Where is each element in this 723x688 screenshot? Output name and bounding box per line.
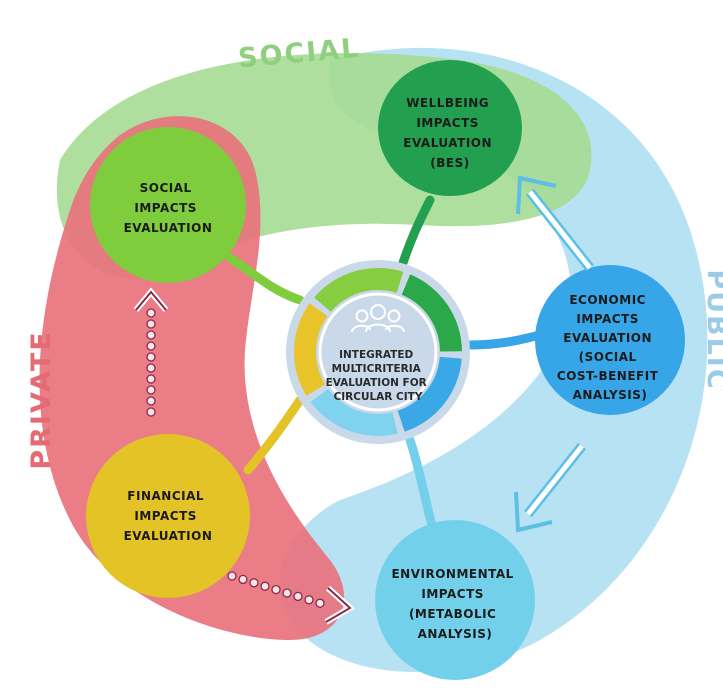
node-wellbeing: WELLBEING IMPACTS EVALUATION (BES): [378, 60, 522, 196]
wellbeing-line-1: WELLBEING: [406, 96, 489, 110]
dot: [146, 363, 156, 373]
wellbeing-line-3: EVALUATION: [403, 136, 492, 150]
svg-text:FINANCIAL IMPACTS: FINANCIAL IMPACTS EVALUATION: [124, 489, 213, 543]
svg-text:SOCIAL IMPACTS EVA: SOCIAL IMPACTS EVALUATION: [124, 181, 213, 235]
dot: [146, 352, 156, 362]
economic-line-2: IMPACTS: [576, 312, 639, 326]
ring-segments: [294, 268, 462, 436]
economic-line-1: ECONOMIC: [569, 293, 646, 307]
center-line-2: MULTICRITERIA: [332, 363, 422, 375]
dot: [282, 588, 292, 598]
arrow-to-environmental: [514, 442, 586, 533]
ring-segment: [314, 268, 404, 312]
ring-segment: [310, 388, 398, 436]
svg-text:WELLBEING IMPACTS: WELLBEING IMPACTS EVALUATION (BES): [403, 96, 497, 170]
connector-financial: [243, 395, 305, 475]
center-line-3: EVALUATION FOR: [326, 377, 427, 389]
dot: [315, 598, 325, 608]
environmental-line-3: (METABOLIC: [409, 607, 496, 621]
connector-economic: [465, 330, 545, 350]
financial-line-1: FINANCIAL: [127, 489, 204, 503]
node-social: SOCIAL IMPACTS EVALUATION: [90, 127, 246, 283]
financial-line-2: IMPACTS: [134, 509, 197, 523]
region-label-public: PUBLIC: [701, 269, 723, 390]
center-title: INTEGRATED MULTICRITERIA EVALUATION FOR …: [326, 349, 431, 403]
dot: [146, 407, 156, 417]
social-line-1: SOCIAL: [140, 181, 192, 195]
environmental-line-1: ENVIRONMENTAL: [391, 567, 513, 581]
svg-text:ENVIRONMENTAL IMPACTS: ENVIRONMENTAL IMPACTS (METABOLIC ANALYSI…: [391, 567, 518, 641]
dot: [146, 341, 156, 351]
dot: [304, 595, 314, 605]
economic-line-5: COST-BENEFIT: [557, 369, 659, 383]
node-environmental: ENVIRONMENTAL IMPACTS (METABOLIC ANALYSI…: [375, 520, 535, 680]
wellbeing-line-2: IMPACTS: [416, 116, 479, 130]
environmental-line-2: IMPACTS: [421, 587, 484, 601]
dot: [227, 571, 237, 581]
wellbeing-line-4: (BES): [430, 156, 469, 170]
social-line-3: EVALUATION: [124, 221, 213, 235]
social-line-2: IMPACTS: [134, 201, 197, 215]
dotted-arrow-up: [133, 287, 169, 417]
node-economic: ECONOMIC IMPACTS EVALUATION (SOCIAL COST…: [535, 265, 685, 415]
dot: [146, 330, 156, 340]
center-hub: INTEGRATED MULTICRITERIA EVALUATION FOR …: [286, 260, 470, 444]
ring-segment: [397, 356, 462, 432]
ring-segment: [294, 303, 328, 396]
svg-text:ECONOMIC IMPACTS E: ECONOMIC IMPACTS EVALUATION (SOCIAL COST…: [557, 293, 663, 402]
dot: [146, 374, 156, 384]
dot: [238, 574, 248, 585]
connector-social: [225, 253, 305, 305]
center-line-1: INTEGRATED: [339, 349, 413, 361]
node-financial: FINANCIAL IMPACTS EVALUATION: [86, 434, 250, 598]
arrow-to-wellbeing: [516, 175, 594, 272]
economic-line-4: (SOCIAL: [579, 350, 637, 364]
people-group-icon: [351, 304, 405, 333]
dot: [293, 591, 303, 602]
ring-segment: [401, 274, 462, 352]
environmental-line-4: ANALYSIS): [418, 627, 493, 641]
dotted-arrow-right: [227, 571, 356, 625]
dot: [146, 396, 156, 406]
economic-line-6: ANALYSIS): [573, 388, 648, 402]
dot: [271, 584, 281, 595]
connector-environmental: [405, 435, 437, 530]
dot: [146, 308, 156, 318]
economic-line-3: EVALUATION: [563, 331, 652, 345]
center-line-4: CIRCULAR CITY: [334, 391, 423, 403]
dot: [260, 581, 270, 591]
dot: [146, 385, 156, 395]
financial-line-3: EVALUATION: [124, 529, 213, 543]
dot: [249, 578, 259, 588]
dot: [146, 319, 156, 329]
region-label-private: PRIVATE: [26, 330, 57, 469]
public-region: [279, 47, 708, 673]
